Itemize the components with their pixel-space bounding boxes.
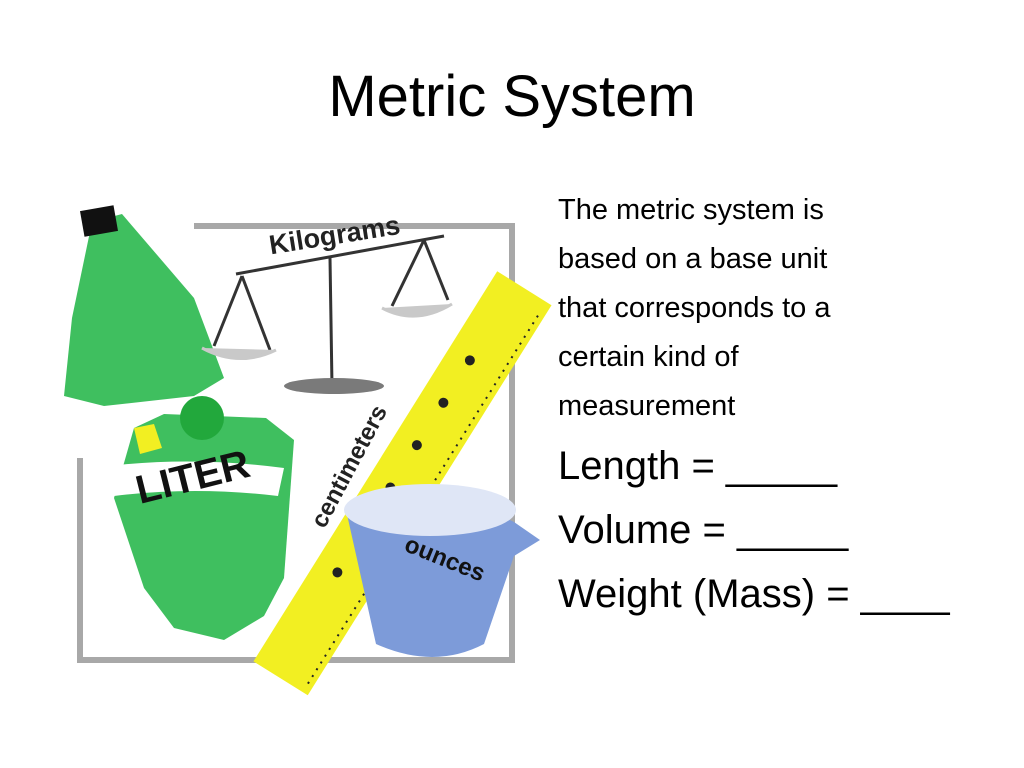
balance-scale-icon <box>201 234 453 387</box>
slide-title: Metric System <box>328 64 696 129</box>
metric-clipart-illustration: Kilograms centimeters LITER ounces <box>64 205 552 696</box>
slide-body: The metric system is based on a base uni… <box>558 186 1018 626</box>
intro-line: The metric system is <box>558 194 824 226</box>
ounces-cup-icon <box>344 484 540 657</box>
scale-base <box>284 378 384 394</box>
liter-bottle-icon <box>108 396 294 640</box>
kilograms-label: Kilograms <box>267 210 402 260</box>
intro-line: measurement <box>558 390 736 422</box>
intro-line: based on a base unit <box>558 243 828 275</box>
green-flask-icon <box>64 205 224 406</box>
yellow-ruler-icon <box>253 271 552 696</box>
intro-line: certain kind of <box>558 341 739 373</box>
gray-frame <box>77 223 515 663</box>
weight-mass-item: Weight (Mass) = ____ <box>558 572 950 616</box>
volume-item: Volume = _____ <box>558 508 849 552</box>
intro-paragraph: The metric system is based on a base uni… <box>558 186 1018 431</box>
length-item: Length = _____ <box>558 444 838 488</box>
intro-line: that corresponds to a <box>558 292 831 324</box>
